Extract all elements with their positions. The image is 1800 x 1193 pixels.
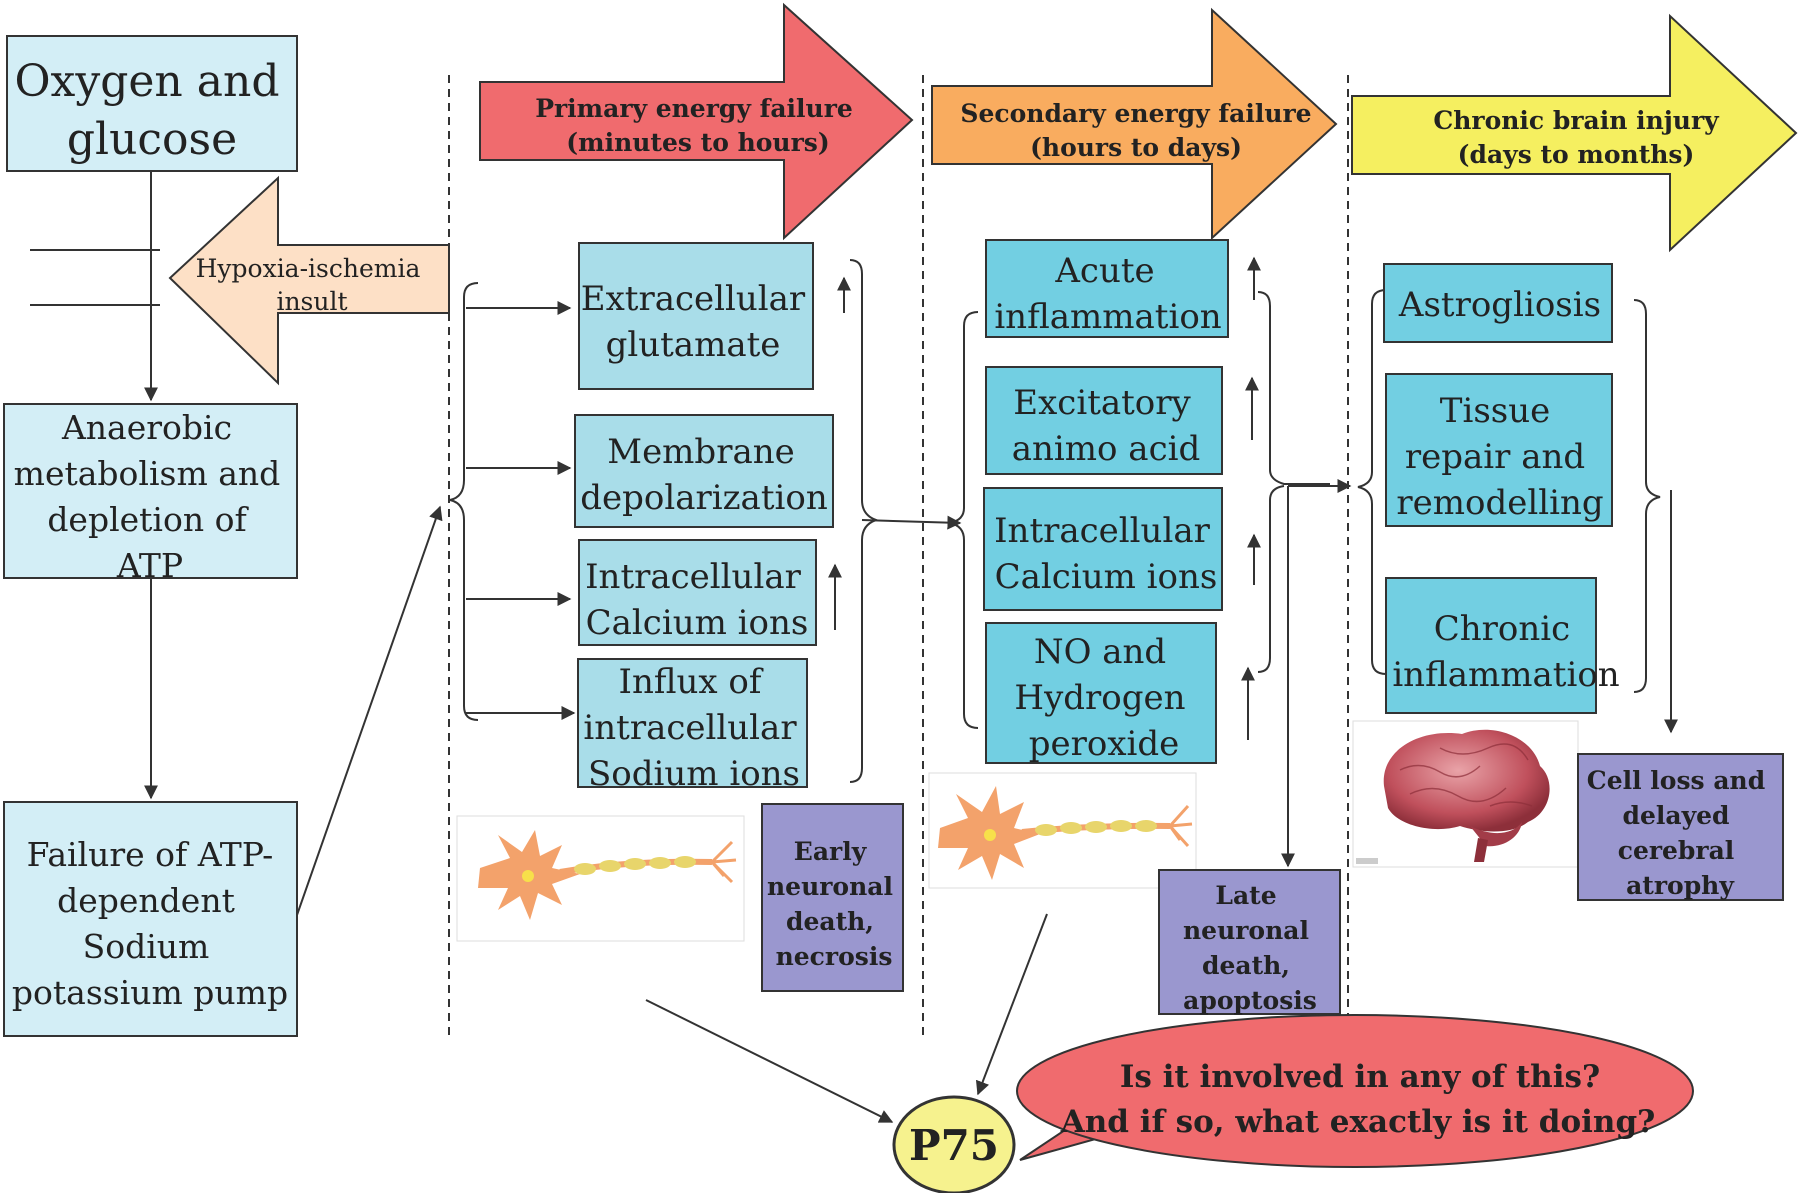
p75-label: P75 [909,1121,999,1170]
p75-node: P75 [892,1095,1016,1193]
chronic-brace-left [1357,289,1387,675]
phase-separators [448,75,1349,1040]
neuron-image-secondary [928,772,1197,889]
phase-arrow-chronic: Chronic brain injury(days to months) [1351,13,1798,253]
arrow-primary-to-p75 [645,999,894,1123]
secondary-brace-right-bottom [1257,485,1285,673]
p75-circle [892,1095,1016,1193]
chronic-box-astrogliosis: Astrogliosis [1383,263,1613,343]
primary-brace-left [449,282,479,721]
secondary-brace-right-top [1257,291,1330,485]
brain-cerebrum [1383,729,1550,832]
chronic-astrogliosis-label: Astrogliosis [1398,285,1601,325]
question-bubble-body [1016,1014,1694,1168]
phase-arrow-secondary: Secondary energy failure(hours to days) [931,7,1338,241]
phase-primary-label: Primary energy failure(minutes to hours) [535,94,853,157]
phase-chronic-label: Chronic brain injury(days to months) [1433,106,1720,169]
phase-arrow-chronic-shape [1351,13,1798,253]
brain-image [1352,720,1579,868]
neuron-image-primary [456,815,745,942]
chronic-brace-right [1633,299,1661,693]
phase-arrow-primary-shape [479,2,914,241]
secondary-brace-left [949,311,979,729]
arrow-primary-to-secondary [861,515,962,530]
insult-arrow-shape [168,175,450,386]
question-bubble: Is it involved in any of this?And if so,… [1016,1014,1694,1168]
phase-secondary-label: Secondary energy failure(hours to days) [960,99,1311,162]
phase-arrow-primary: Primary energy failure(minutes to hours) [479,2,914,241]
arrow-secondary-to-p75 [975,913,1048,1096]
question-text: Is it involved in any of this?And if so,… [1060,1059,1656,1140]
brain-stem [1474,838,1488,862]
arrow-pump-to-primary [296,505,443,916]
phase-arrow-secondary-shape [931,7,1338,241]
